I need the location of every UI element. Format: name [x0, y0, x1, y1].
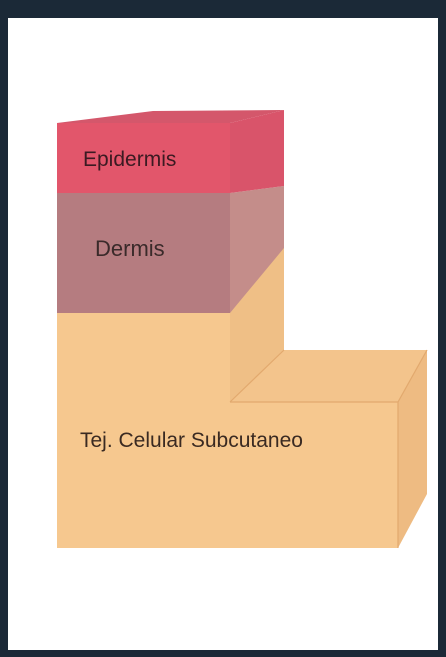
epidermis-label: Epidermis [83, 149, 176, 170]
subcutaneous-label: Tej. Celular Subcutaneo [80, 430, 303, 451]
epidermis-side-face [230, 110, 284, 193]
dermis-label: Dermis [95, 238, 165, 260]
